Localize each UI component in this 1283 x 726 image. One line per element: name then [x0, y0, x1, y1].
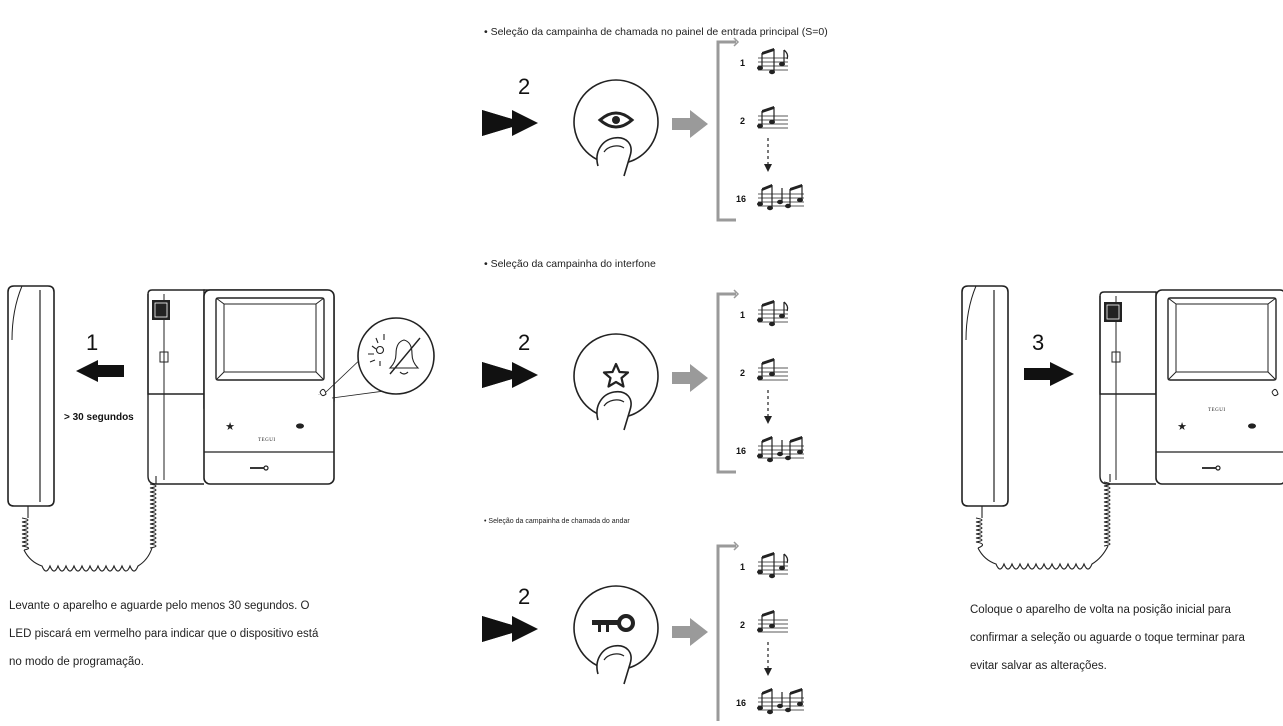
- right-intercom-illustration: ★: [952, 282, 1283, 582]
- handset-cord: [21, 476, 157, 572]
- melody-label-2: 2: [740, 620, 746, 630]
- section-title-main-panel: • Seleção da campainha de chamada no pai…: [484, 26, 828, 38]
- step-number-2-a: 2: [518, 74, 531, 99]
- led-blink-icon: [356, 316, 436, 396]
- left-description: Levante o aparelho e aguarde pelo menos …: [9, 592, 389, 676]
- melody-list-3: [714, 541, 834, 721]
- melody-label-16: 16: [736, 446, 747, 456]
- monitor-body: ★ ·: [147, 289, 335, 485]
- key-icon: [592, 614, 635, 632]
- melody-label-2: 2: [740, 116, 746, 126]
- lift-arrow-icon: [76, 360, 124, 382]
- left-description-line-3: no modo de programação.: [9, 656, 144, 668]
- melody-label-1: 1: [740, 310, 746, 320]
- right-description-line-2: confirmar a seleção ou aguarde o toque t…: [970, 632, 1245, 644]
- svg-text:★: ★: [225, 421, 235, 433]
- press-arrow-icon: [482, 110, 538, 136]
- melody-label-1: 1: [740, 562, 746, 572]
- melody-list-1: [714, 37, 834, 222]
- right-description: Coloque o aparelho de volta na posição i…: [970, 596, 1280, 680]
- right-description-line-1: Coloque o aparelho de volta na posição i…: [970, 604, 1231, 616]
- gray-arrow-icon: [672, 364, 708, 392]
- melody-label-2: 2: [740, 368, 746, 378]
- handset: [961, 285, 1009, 507]
- handset: [7, 285, 55, 507]
- left-description-line-2: LED piscará em vermelho para indicar que…: [9, 628, 319, 640]
- step-number-1: 1: [86, 330, 99, 355]
- melody-list-2: [714, 289, 834, 474]
- monitor-body: ★: [1099, 289, 1283, 485]
- left-description-line-1: Levante o aparelho e aguarde pelo menos …: [9, 600, 310, 612]
- press-arrow-icon: [482, 616, 538, 642]
- eye-button[interactable]: [570, 78, 662, 177]
- melody-label-16: 16: [736, 698, 747, 708]
- step-number-3: 3: [1032, 330, 1045, 355]
- svg-text:★: ★: [1177, 421, 1187, 433]
- brand-logo-right: TEGUI: [1208, 408, 1226, 413]
- press-arrow-icon: [482, 362, 538, 388]
- brand-logo-left: TEGUI: [258, 438, 276, 443]
- svg-text:·: ·: [318, 392, 320, 398]
- hang-up-arrow-icon: [1024, 362, 1074, 386]
- gray-arrow-icon: [672, 618, 708, 646]
- step-number-2-c: 2: [518, 584, 531, 609]
- duration-label: > 30 segundos: [64, 412, 134, 423]
- melody-label-1: 1: [740, 58, 746, 68]
- star-icon: [602, 362, 630, 388]
- section-title-intercom: • Seleção da campainha do interfone: [484, 258, 656, 270]
- handset-cord: [975, 474, 1111, 570]
- section-title-floor: • Seleção da campainha de chamada do and…: [484, 518, 630, 525]
- star-button[interactable]: [570, 332, 662, 431]
- step-number-2-b: 2: [518, 330, 531, 355]
- gray-arrow-icon: [672, 110, 708, 138]
- melody-label-16: 16: [736, 194, 747, 204]
- right-description-line-3: evitar salvar as alterações.: [970, 660, 1107, 672]
- key-button[interactable]: [570, 584, 662, 685]
- eye-icon: [597, 111, 635, 129]
- left-intercom-illustration: ★ ·: [0, 280, 393, 590]
